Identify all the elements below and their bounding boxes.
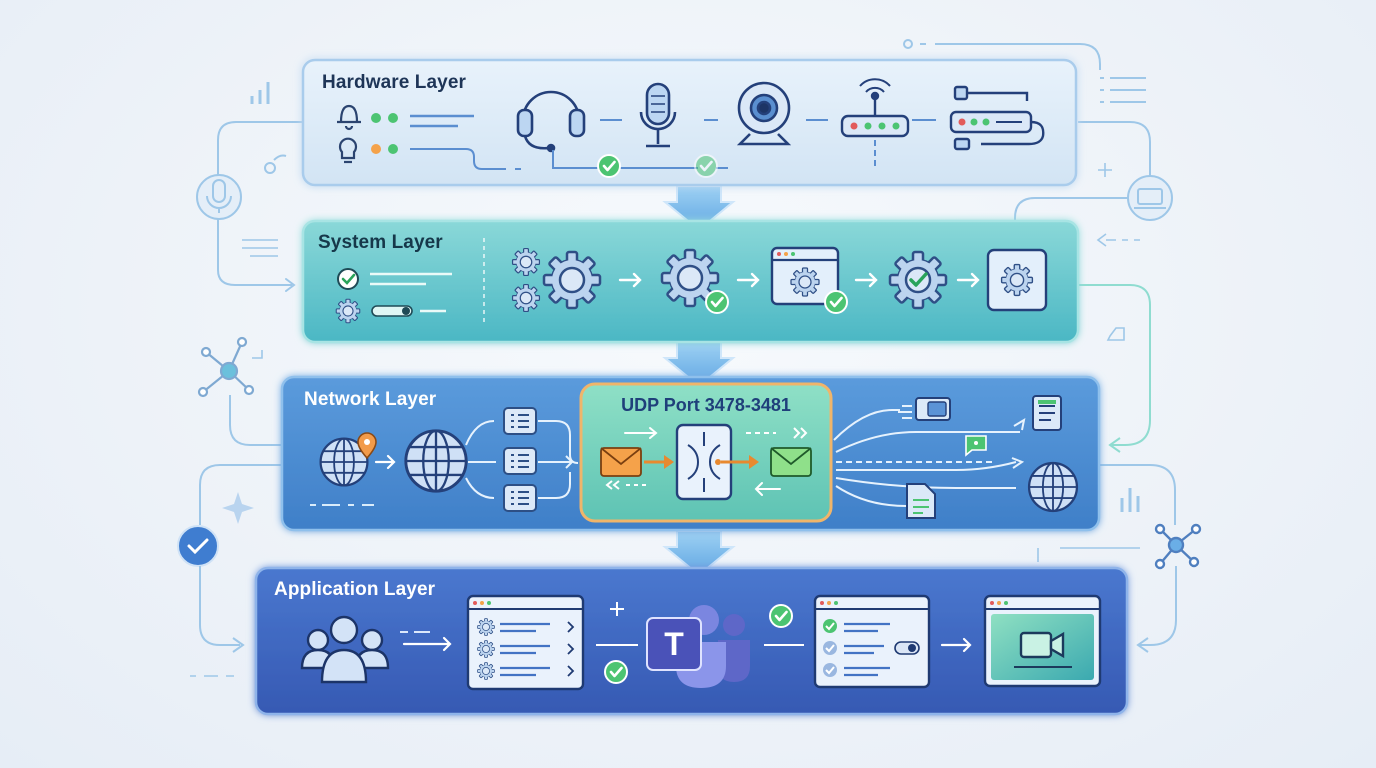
firewall-icon xyxy=(675,423,733,501)
document-list-icon xyxy=(503,407,537,435)
users-icon xyxy=(300,615,390,684)
gear-icon xyxy=(511,283,541,313)
envelope-icon xyxy=(770,447,812,477)
microphone-icon xyxy=(639,82,677,148)
document-icon xyxy=(1032,395,1062,431)
lightbulb-icon xyxy=(338,137,358,164)
headset-icon xyxy=(516,90,586,153)
checkmark-icon xyxy=(823,289,849,315)
globe-icon xyxy=(1027,461,1079,513)
network-layer-title: Network Layer xyxy=(304,389,437,410)
application-layer-panel: T xyxy=(254,566,1129,716)
teams-logo-icon: T xyxy=(646,605,750,688)
checkmark-icon xyxy=(768,603,794,629)
envelope-icon xyxy=(600,447,642,477)
teams-logo-letter: T xyxy=(664,626,684,662)
webcam-icon xyxy=(736,81,792,146)
hardware-layer-title: Hardware Layer xyxy=(322,72,466,93)
checkmark-icon xyxy=(693,153,719,179)
system-layer-title: System Layer xyxy=(318,232,443,253)
network-card-icon xyxy=(949,85,1045,151)
udp-port-label: UDP Port 3478-3481 xyxy=(621,395,791,415)
gear-icon xyxy=(511,247,541,277)
bell-icon xyxy=(337,104,361,131)
chat-bubble-icon xyxy=(965,435,987,457)
application-layer-title: Application Layer xyxy=(274,579,436,600)
router-icon xyxy=(840,78,910,166)
video-camera-icon xyxy=(1014,631,1072,668)
settings-list-window xyxy=(466,594,585,691)
location-pin-icon xyxy=(357,432,377,460)
status-dot-green xyxy=(388,113,398,123)
udp-port-box xyxy=(579,382,833,523)
video-meeting-window xyxy=(983,594,1102,688)
hardware-layer-panel xyxy=(301,58,1078,187)
network-layer-panel xyxy=(280,375,1101,532)
checkmark-icon xyxy=(341,273,356,285)
checkmark-icon xyxy=(596,153,622,179)
system-layer-panel xyxy=(301,219,1080,344)
background-decorations xyxy=(177,39,1202,677)
checkmark-icon xyxy=(704,289,730,315)
browser-window-icon xyxy=(770,246,840,306)
gear-icon xyxy=(335,298,361,324)
email-stack-icon xyxy=(898,397,951,421)
checkmark-icon xyxy=(603,659,629,685)
globe-icon xyxy=(404,429,468,493)
document-icon xyxy=(906,483,936,519)
layer-flow-arrows xyxy=(662,185,736,577)
document-list-icon xyxy=(503,447,537,475)
gear-check-icon xyxy=(888,250,948,310)
settings-panel-icon xyxy=(986,248,1048,312)
checklist-window xyxy=(813,594,931,689)
status-dot-green xyxy=(388,144,398,154)
gear-icon xyxy=(542,250,602,310)
status-dot-orange xyxy=(371,144,381,154)
status-dot-green xyxy=(371,113,381,123)
document-list-icon xyxy=(503,484,537,512)
